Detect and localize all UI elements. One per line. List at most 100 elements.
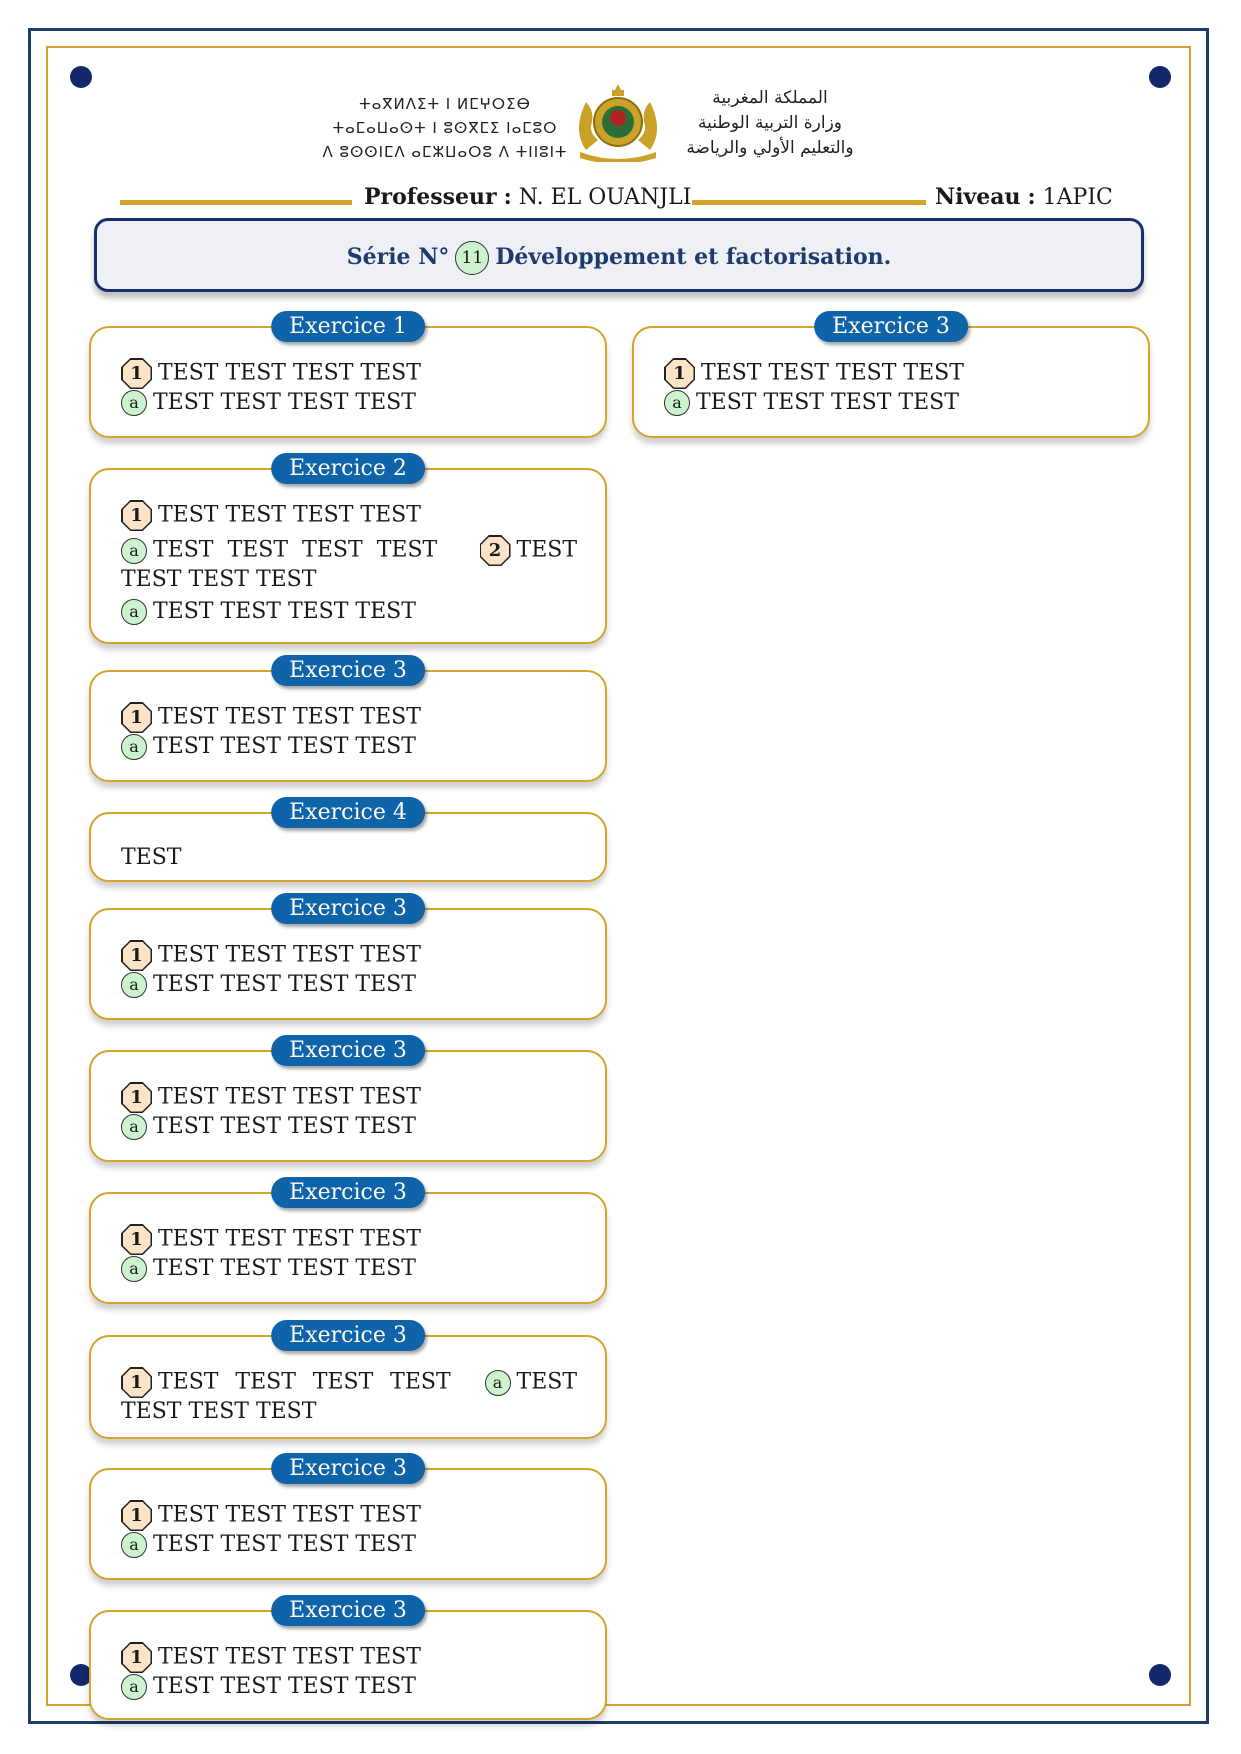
octagon-number-icon: 1 [121,358,152,389]
circle-letter-icon: a [121,1114,147,1140]
octagon-number-icon: 1 [121,1367,152,1398]
line-text: TEST TEST TEST TEST [153,1674,416,1699]
gold-rule-middle [692,200,926,205]
line-text: TEST TEST TEST TEST [158,360,421,386]
circle-letter-icon: a [664,390,690,416]
exercise-badge: Exercice 3 [271,1320,425,1351]
circle-letter-icon: a [121,972,147,998]
arabic-line: والتعليم الأولي والرياضة [686,138,854,158]
line-text: TEST TEST TEST TEST [701,360,964,386]
line-text: TEST TEST TEST TEST [153,972,416,997]
exercise-badge: Exercice 2 [271,453,425,484]
line-text: TEST TEST TEST TEST [158,502,421,528]
exercise-badge: Exercice 3 [271,893,425,924]
exercise-badge: Exercice 3 [271,655,425,686]
circle-letter-icon: a [484,1369,511,1396]
colon: : [1027,184,1036,210]
line-text: TEST TEST TEST TEST [153,599,416,624]
tifinagh-line: ⵜⴰⵎⴰⵡⴰⵙⵜ ⵏ ⵓⵙⴳⵎⵉ ⵏⴰⵎⵓⵔ [332,119,558,137]
series-number-badge: 11 [455,241,490,275]
professor-name: N. EL OUANJLI [518,185,692,210]
info-line: Professeur : N. EL OUANJLI Niveau : 1API… [120,182,1120,212]
exercise-content: TEST [121,844,577,872]
octagon-number-icon: 1 [121,1642,152,1673]
level-label: Niveau [935,184,1021,210]
line-text: TEST TEST TEST TEST [696,390,959,415]
level-value: 1APIC [1042,185,1113,210]
line-text: TEST TEST TEST TEST [153,390,416,415]
series-title-text: Développement et factorisation. [495,244,892,270]
arabic-line: وزارة التربية الوطنية [697,113,843,133]
line-text: TEST TEST TEST TEST [153,1532,416,1557]
line-text: TEST TEST TEST TEST [153,734,416,759]
circle-letter-icon: a [121,599,147,625]
circle-letter-icon: a [121,1256,147,1282]
corner-dot-top-left [70,66,92,88]
gold-rule-left [120,200,352,205]
exercise-badge: Exercice 3 [271,1035,425,1066]
circle-letter-icon: a [121,734,147,760]
line-text: TEST TEST TEST TEST [158,1369,451,1395]
line-text: TEST TEST TEST TEST [153,1256,416,1281]
exercise-badge: Exercice 4 [271,797,425,828]
page-inner-frame [46,46,1191,1706]
level-field: Niveau : 1APIC [935,184,1113,210]
octagon-number-icon: 1 [664,358,695,389]
circle-letter-icon: a [121,390,147,416]
exercise-box: Exercice 4 TEST [89,797,607,882]
line-text: TEST TEST TEST TEST [158,942,421,968]
exercise-badge: Exercice 1 [271,311,425,342]
circle-letter-icon: a [121,537,147,564]
octagon-number-icon: 1 [121,940,152,971]
line-text: TEST TEST TEST TEST [158,1084,421,1110]
octagon-number-icon: 1 [121,500,152,531]
header-tifinagh: ⵜⴰⴳⵍⴷⵉⵜ ⵏ ⵍⵎⵖⵔⵉⴱ ⵜⴰⵎⴰⵡⴰⵙⵜ ⵏ ⵓⵙⴳⵎⵉ ⵏⴰⵎⵓⵔ … [320,92,570,164]
line-text: TEST TEST TEST TEST [158,704,421,730]
octagon-number-icon: 1 [121,702,152,733]
exercise-badge: Exercice 3 [271,1177,425,1208]
octagon-number-icon: 1 [121,1082,152,1113]
line-text: TEST TEST TEST TEST [158,1644,421,1670]
octagon-number-icon: 1 [121,1500,152,1531]
line-text: TEST TEST TEST TEST [158,1502,421,1528]
colon: : [503,184,512,210]
tifinagh-line: ⴷ ⵓⵙⵙⵏⵎⴷ ⴰⵎⵣⵡⴰⵔⵓ ⴷ ⵜⵏⵏⵓⵏⵜ [322,143,568,161]
exercise-line: TEST [121,845,182,870]
exercise-badge: Exercice 3 [814,311,968,342]
corner-dot-bottom-left [70,1664,92,1686]
professor-field: Professeur : N. EL OUANJLI [364,184,691,210]
